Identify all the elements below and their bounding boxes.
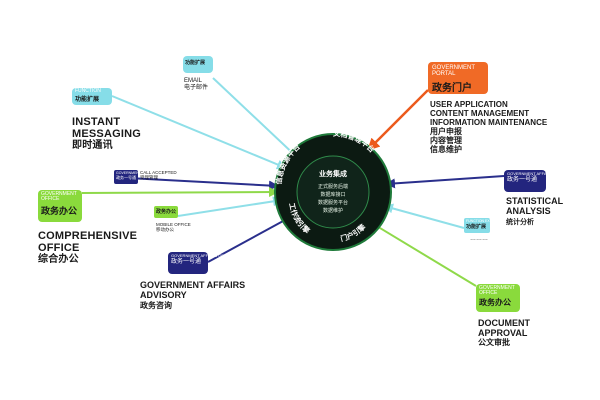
edge-document-approval — [369, 221, 477, 287]
document-approval-node: GOVERNMENT OFFICE 政务办公 — [476, 284, 520, 312]
edge-call-accepted — [127, 177, 279, 191]
email-node-label: 功能扩展 — [185, 60, 206, 66]
extension-node: FUNCTION EXTENSION 功能扩展 — [464, 218, 506, 233]
instant-messaging-zh: 即时通讯 — [72, 140, 113, 151]
edge-mobile-office — [177, 196, 283, 217]
document-approval-en: DOCUMENT APPROVAL — [478, 318, 530, 338]
hub-line-3: 数据服务平台 — [318, 199, 348, 206]
instant-messaging-header: FUNCTION — [75, 88, 101, 94]
affairs-advisory-label: GOVERNMENT AFFAIRS ADVISORY 政务咨询 — [140, 280, 250, 311]
affairs-advisory-cn: 政务咨询 — [140, 301, 172, 310]
email-en: EMAIL — [184, 78, 203, 84]
email-zh: 电子邮件 — [184, 85, 209, 91]
portal-item-zh-3: 信息维护 — [430, 145, 462, 154]
email-label: EMAIL 电子邮件 — [184, 78, 208, 92]
hub-line-2: 数据库接口 — [320, 191, 345, 198]
document-approval-zh: 政务办公 — [479, 298, 511, 307]
call-accepted-en: CALL ACCEPTED — [140, 170, 177, 175]
government-portal-node: GOVERNMENT PORTAL 政务门户 — [428, 62, 488, 94]
edge-affairs-advisory — [207, 213, 297, 263]
comprehensive-office-header: GOVERNMENT OFFICE — [41, 191, 77, 202]
affairs-advisory-en: GOVERNMENT AFFAIRS ADVISORY — [140, 280, 246, 300]
affairs-advisory-node: GOVERNMENT AFFAIRS OPEN 政务一号通 — [168, 252, 230, 274]
edge-email — [212, 77, 301, 161]
document-approval-header: GOVERNMENT OFFICE — [479, 285, 515, 296]
edge-instant-messaging — [111, 95, 287, 170]
portal-item-zh-1: 用户申报 — [430, 127, 462, 136]
call-accepted-detail: 受理管理 — [140, 175, 158, 180]
government-portal-header-2: PORTAL — [432, 71, 456, 77]
comprehensive-office-en: COMPREHENSIVE OFFICE — [38, 230, 138, 254]
statistical-analysis-label: STATISTICAL ANALYSIS 统计分析 — [506, 196, 586, 228]
statistical-analysis-node: GOVERNMENT AFFAIRS OPEN 政务一号通 — [504, 170, 566, 192]
call-accepted-label: CALL ACCEPTED 受理管理 — [140, 170, 177, 180]
affairs-advisory-header: GOVERNMENT AFFAIRS OPEN — [171, 253, 230, 258]
document-approval-cn: 公文审批 — [478, 338, 510, 347]
instant-messaging-node: FUNCTION 功能扩展 — [72, 88, 112, 105]
extension-header: FUNCTION EXTENSION — [466, 219, 506, 223]
instant-messaging-label: INSTANT MESSAGING 即时通讯 — [72, 116, 147, 152]
mobile-office-en: MOBILE OFFICE — [156, 222, 191, 227]
portal-item-en-1: USER APPLICATION — [430, 100, 508, 109]
statistical-analysis-zh: 政务一号通 — [507, 177, 538, 183]
hub-line-4: 数据维护 — [323, 207, 343, 214]
call-accepted-node: GOVERNMENT 政务一号通 — [114, 170, 142, 184]
comprehensive-office-label: COMPREHENSIVE OFFICE 综合办公 — [38, 230, 148, 266]
mobile-office-zh: 政务办公 — [156, 209, 177, 215]
hub-line-1: 正式服务后端 — [318, 183, 348, 190]
edge-extension — [383, 203, 465, 229]
instant-messaging-en: INSTANT MESSAGING — [72, 116, 142, 140]
comprehensive-office-node: GOVERNMENT OFFICE 政务办公 — [38, 190, 82, 222]
call-accepted-zh: 政务一号通 — [116, 175, 136, 180]
edge-government-portal — [367, 89, 429, 151]
government-portal-header-1: GOVERNMENT — [432, 65, 476, 71]
mobile-office-node: 政务办公 — [154, 206, 178, 218]
instant-messaging-tag: 功能扩展 — [75, 97, 100, 103]
email-node: 功能扩展 — [183, 56, 213, 73]
government-portal-zh: 政务门户 — [432, 83, 472, 94]
statistical-analysis-header: GOVERNMENT AFFAIRS OPEN — [507, 171, 566, 176]
mobile-office-detail: 移动办公 — [156, 227, 174, 232]
portal-item-en-2: CONTENT MANAGEMENT — [430, 109, 530, 118]
edge-statistical-analysis — [385, 175, 505, 189]
hub-title: 业务集成 — [319, 169, 347, 178]
edge-comprehensive-office — [81, 187, 279, 198]
hub-inner-circle — [296, 155, 370, 229]
government-portal-items: USER APPLICATION CONTENT MANAGEMENT INFO… — [430, 100, 547, 154]
extension-ellipsis: ……… — [470, 236, 488, 242]
mobile-office-label: MOBILE OFFICE 移动办公 — [156, 222, 191, 232]
comprehensive-office-zh: 政务办公 — [41, 206, 78, 216]
statistical-analysis-cn: 统计分析 — [506, 219, 534, 226]
statistical-analysis-en: STATISTICAL ANALYSIS — [506, 196, 563, 216]
document-approval-label: DOCUMENT APPROVAL 公文审批 — [478, 318, 548, 348]
call-accepted-header: GOVERNMENT — [116, 171, 142, 175]
affairs-advisory-zh: 政务一号通 — [171, 259, 202, 265]
portal-item-zh-2: 内容管理 — [430, 136, 462, 145]
portal-item-en-3: INFORMATION MAINTENANCE — [430, 118, 548, 127]
extension-zh: 功能扩展 — [466, 224, 487, 230]
comprehensive-office-cn: 综合办公 — [38, 254, 79, 265]
